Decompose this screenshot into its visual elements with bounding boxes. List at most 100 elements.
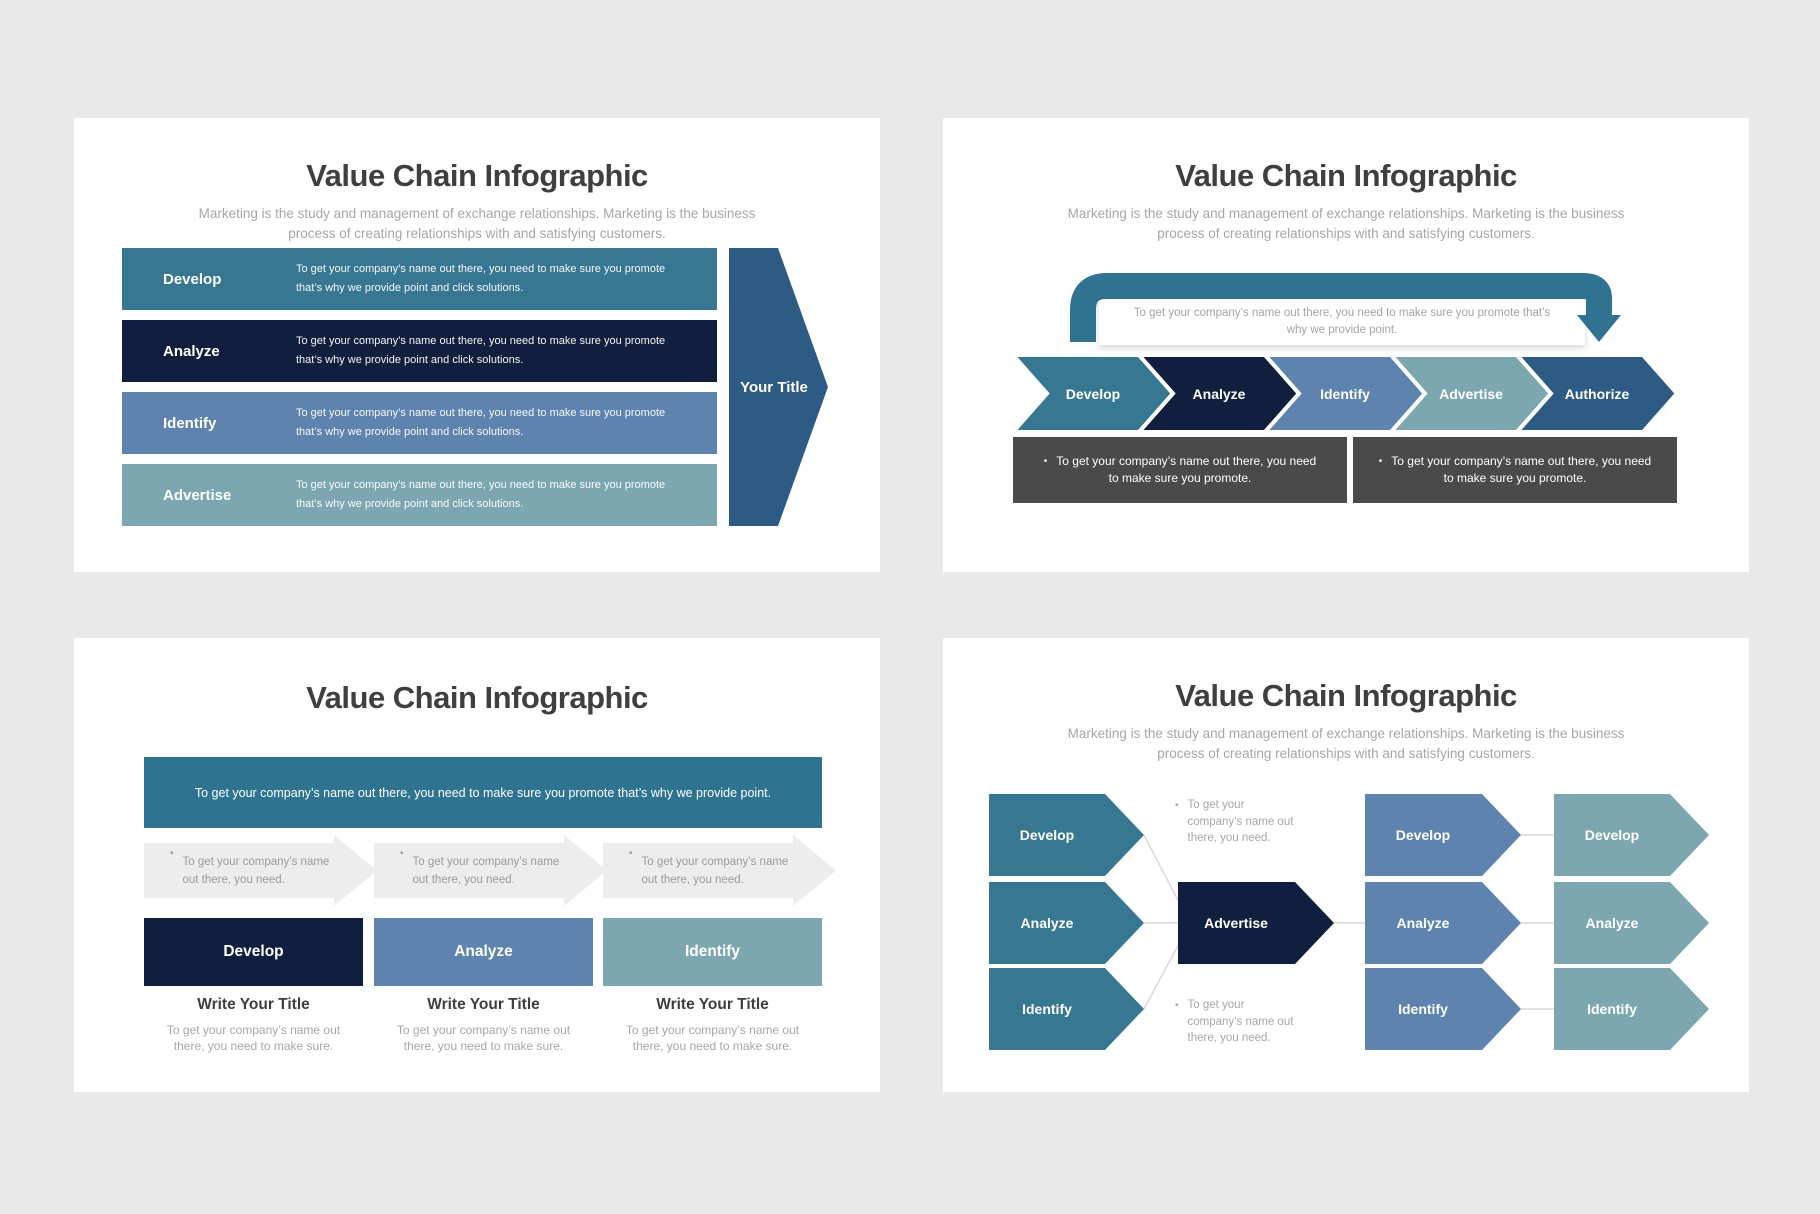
pentagon-arrow-shape xyxy=(729,248,828,526)
step-note-text: To get your company’s name out there, yo… xyxy=(412,855,560,886)
slide-subtitle: Marketing is the study and management of… xyxy=(198,206,756,241)
arrow-label: Analyze xyxy=(1586,915,1639,931)
slide-title: Value Chain Infographic xyxy=(1175,678,1517,713)
chevron-label: Identify xyxy=(1320,386,1370,402)
write-your-title: Write Your Title xyxy=(427,996,540,1013)
bullet-icon: • xyxy=(1043,456,1048,467)
bullet-icon: • xyxy=(1175,1000,1179,1011)
arrow-identify-teal xyxy=(989,968,1144,1050)
note-box-left: • To get your company’s name out there, … xyxy=(1013,437,1347,503)
row-develop: Develop To get your company’s name out t… xyxy=(122,248,717,310)
gray-arrow-icon xyxy=(603,835,836,906)
arrow-analyze-sage xyxy=(1554,882,1709,964)
arrow-label: Advertise xyxy=(1204,915,1268,931)
slide-2-value-chain-process[interactable]: Value Chain Infographic Marketing is the… xyxy=(943,118,1749,572)
row-label: Advertise xyxy=(163,486,232,504)
step-column-develop: • To get your company’s name out there, … xyxy=(144,835,377,1070)
slide-title: Value Chain Infographic xyxy=(1175,158,1517,193)
arrow-label: Analyze xyxy=(1397,915,1450,931)
arrow-label: Identify xyxy=(1587,1001,1637,1017)
chevron-label: Analyze xyxy=(1193,386,1246,402)
note-box-right: • To get your company’s name out there, … xyxy=(1353,437,1677,503)
slide-1-value-chain-list[interactable]: Value Chain Infographic Marketing is the… xyxy=(74,118,880,572)
arrow-label: Identify xyxy=(1398,1001,1448,1017)
step-box-develop: Develop xyxy=(144,918,363,986)
top-note-text: To get your company’s name out there, yo… xyxy=(1187,799,1294,844)
arrow-develop-steel xyxy=(1365,794,1521,876)
arrow-analyze-teal xyxy=(989,882,1144,964)
bullet-icon: • xyxy=(170,848,174,859)
bracket-note-box: To get your company’s name out there, yo… xyxy=(1099,298,1585,345)
arrow-develop-teal xyxy=(989,794,1144,876)
step-label: Analyze xyxy=(454,943,513,960)
arrow-label: Develop xyxy=(1585,827,1639,843)
row-label: Develop xyxy=(163,270,222,288)
step-box-analyze: Analyze xyxy=(374,918,593,986)
write-your-title-desc: To get your company’s name out there, yo… xyxy=(166,1023,341,1053)
row-description: To get your company’s name out there, yo… xyxy=(296,263,666,294)
chevron-row: Develop Analyze Identify Advertise Autho… xyxy=(1008,353,1680,434)
write-your-title: Write Your Title xyxy=(656,996,769,1013)
banner: To get your company’s name out there, yo… xyxy=(144,757,822,828)
gray-arrow-shape xyxy=(374,835,607,906)
row-description: To get your company’s name out there, yo… xyxy=(296,407,666,438)
write-your-title: Write Your Title xyxy=(197,996,310,1013)
banner-text: To get your company’s name out there, yo… xyxy=(194,785,772,800)
step-column-identify: • To get your company’s name out there, … xyxy=(603,835,836,1070)
bullet-icon: • xyxy=(629,848,633,859)
top-note: • To get your company’s name out there, … xyxy=(1175,797,1305,847)
row-identify: Identify To get your company’s name out … xyxy=(122,392,717,454)
row-advertise: Advertise To get your company’s name out… xyxy=(122,464,717,526)
slide-title: Value Chain Infographic xyxy=(306,158,648,193)
step-note: • To get your company’s name out there, … xyxy=(629,843,807,898)
step-note: • To get your company’s name out there, … xyxy=(400,843,578,898)
bottom-note-text: To get your company’s name out there, yo… xyxy=(1187,999,1294,1044)
arrow-analyze-steel xyxy=(1365,882,1521,964)
arrow-matrix: Develop Analyze Identify Advertise Devel… xyxy=(989,794,1709,1050)
your-title-label: Your Title xyxy=(740,379,808,396)
gray-arrow-icon xyxy=(374,835,607,906)
arrow-advertise-navy xyxy=(1178,882,1334,964)
step-label: Identify xyxy=(684,943,741,960)
bullet-icon: • xyxy=(400,848,404,859)
arrow-identify-steel xyxy=(1365,968,1521,1050)
gray-arrow-icon xyxy=(144,835,377,906)
bottom-note: • To get your company’s name out there, … xyxy=(1175,997,1305,1047)
row-description: To get your company’s name out there, yo… xyxy=(296,335,666,366)
step-box-identify: Identify xyxy=(603,918,822,986)
slide-4-value-chain-matrix[interactable]: Value Chain Infographic Marketing is the… xyxy=(943,638,1749,1092)
arrow-label: Develop xyxy=(1020,827,1074,843)
chevron-label: Develop xyxy=(1066,386,1120,402)
step-note: • To get your company’s name out there, … xyxy=(170,843,348,898)
slide-title: Value Chain Infographic xyxy=(306,680,648,715)
arrow-identify-sage xyxy=(1554,968,1709,1050)
step-note-text: To get your company’s name out there, yo… xyxy=(182,855,330,886)
arrow-label: Analyze xyxy=(1021,915,1074,931)
slide-subtitle: Marketing is the study and management of… xyxy=(1067,206,1625,241)
bracket-note-text: To get your company’s name out there, yo… xyxy=(1133,306,1551,336)
row-label: Identify xyxy=(163,414,217,432)
your-title-arrow-icon: Your Title xyxy=(729,248,828,526)
bullet-icon: • xyxy=(1378,456,1383,467)
slide-subtitle: Marketing is the study and management of… xyxy=(1067,726,1625,761)
arrow-label: Develop xyxy=(1396,827,1450,843)
arrow-develop-sage xyxy=(1554,794,1709,876)
note-line: To get your company’s name out there, yo… xyxy=(1056,454,1317,468)
row-description: To get your company’s name out there, yo… xyxy=(296,479,666,510)
step-note-text: To get your company’s name out there, yo… xyxy=(641,855,789,886)
gray-arrow-shape xyxy=(603,835,836,906)
write-your-title-desc: To get your company’s name out there, yo… xyxy=(396,1023,571,1053)
row-label: Analyze xyxy=(163,342,220,360)
chevron-label: Authorize xyxy=(1565,386,1630,402)
note-line: to make sure you promote. xyxy=(1108,471,1252,485)
note-line: To get your company’s name out there, yo… xyxy=(1391,454,1652,468)
bullet-icon: • xyxy=(1175,800,1179,811)
gray-arrow-shape xyxy=(144,835,377,906)
slide-3-value-chain-steps[interactable]: Value Chain Infographic To get your comp… xyxy=(74,638,880,1092)
connector-lines xyxy=(1143,834,1554,1010)
arrow-label: Identify xyxy=(1022,1001,1072,1017)
chevron-authorize xyxy=(1512,353,1680,434)
step-column-analyze: • To get your company’s name out there, … xyxy=(374,835,607,1070)
value-chain-rows: Develop To get your company’s name out t… xyxy=(122,248,717,536)
